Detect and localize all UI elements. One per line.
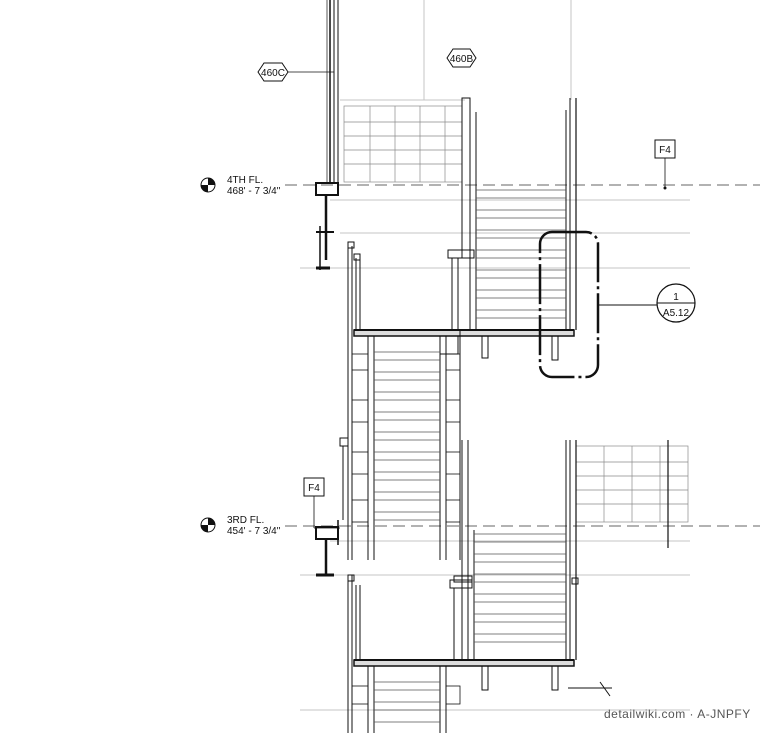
grid-tag-upper: F4 [654, 139, 676, 190]
guide-lines [300, 0, 690, 711]
level-lines [285, 184, 760, 527]
stair-flight-upper-right [447, 97, 577, 330]
partition-tag-460b: 460B [446, 48, 477, 68]
level-name-4th: 4TH FL. [227, 175, 263, 186]
svg-text:F4: F4 [308, 483, 320, 494]
break-mark [568, 681, 612, 697]
level-name-3rd: 3RD FL. [227, 515, 264, 526]
detail-sheet-reference: A5.12 [663, 308, 690, 319]
guardrail-panel-lower [575, 440, 689, 548]
landing-lower [347, 574, 575, 733]
partition-tag-460c: 460C [257, 62, 334, 82]
curtain-wall-mullions [326, 0, 339, 182]
detail-number: 1 [673, 292, 679, 303]
level-marker-3rd: 3RD FL. 454' - 7 3/4" [200, 515, 281, 537]
left-posts [347, 241, 361, 560]
level-elevation-4th: 468' - 7 3/4" [227, 186, 281, 197]
svg-text:460B: 460B [450, 54, 474, 65]
detail-callout-boundary [538, 230, 657, 379]
detail-callout-bubble: 1 A5.12 [656, 283, 696, 323]
slab-edge-3rd [315, 520, 339, 577]
level-elevation-3rd: 454' - 7 3/4" [227, 526, 281, 537]
svg-text:460C: 460C [261, 68, 285, 79]
svg-text:F4: F4 [659, 145, 671, 156]
slab-edge-4th [315, 182, 339, 270]
grid-tag-lower: F4 [303, 477, 340, 529]
level-marker-4th: 4TH FL. 468' - 7 3/4" [200, 175, 281, 197]
watermark: detailwiki.com · A-JNPFY [604, 707, 751, 721]
stair-flight-lower-right [449, 440, 579, 660]
guardrail-panel-upper [343, 105, 463, 183]
stair-flight-center [339, 330, 461, 560]
